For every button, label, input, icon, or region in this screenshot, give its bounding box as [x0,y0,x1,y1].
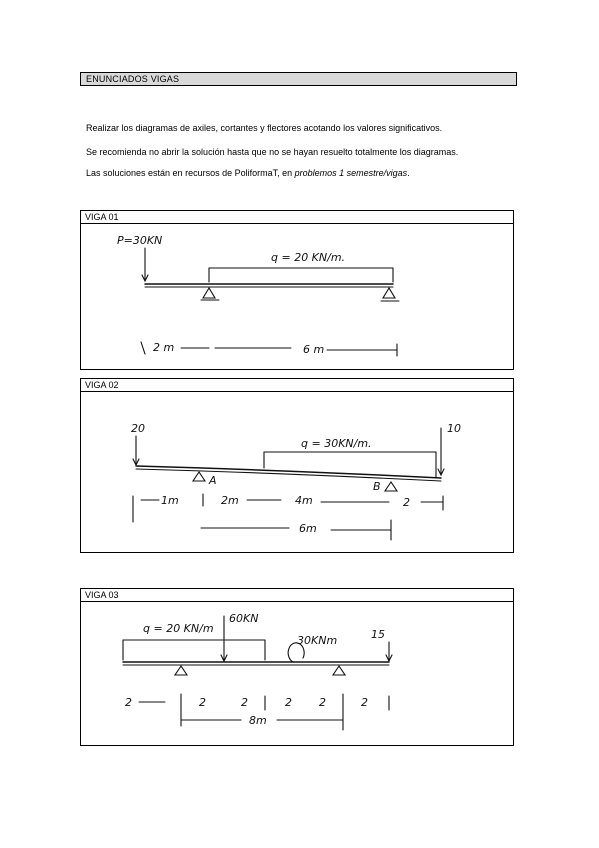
viga-03-dim-7: 8m [249,714,267,727]
viga-02-dim-4: 2 [403,496,410,509]
viga-02-load-p2: 10 [447,422,461,435]
viga-01-dim-tick-left [140,341,146,355]
viga-02-point-load-2-head [437,468,445,477]
viga-03-load-p: 60KN [229,612,258,625]
viga-03-support-a [173,665,189,676]
viga-02-title: VIGA 02 [81,379,513,392]
intro-line-2: Se recomienda no abrir la solución hasta… [86,147,459,157]
viga-02-support-b [383,481,399,492]
viga-01-section: VIGA 01 P=30KN q = 20 KN/m. 2 m 6 m [80,210,514,370]
viga-02-label-b: B [373,480,381,493]
viga-02-dim-2: 2m [221,494,239,507]
viga-03-dim-2: 2 [199,696,206,709]
viga-03-moment: 30KNm [297,634,337,647]
viga-02-dim-5: 6m [299,522,317,535]
viga-02-beam-lower [135,468,442,482]
viga-03-dim-6: 2 [361,696,368,709]
viga-02-beam [135,465,442,479]
viga-03-load-p2: 15 [371,628,385,641]
viga-01-support-b [382,286,396,299]
viga-03-dim-4: 2 [285,696,292,709]
viga-01-point-load-head [141,274,149,283]
viga-03-dim-3: 2 [241,696,248,709]
intro-line-3-italic: problemos 1 semestre/vigas [294,168,408,178]
viga-03-dim-5: 2 [319,696,326,709]
viga-03-support-b [331,665,347,676]
viga-03-dim-1: 2 [125,696,132,709]
viga-02-support-a [191,471,207,482]
viga-02-load-p1: 20 [131,422,145,435]
viga-02-label-a: A [208,474,217,487]
viga-03-title: VIGA 03 [81,589,513,602]
viga-03-section: VIGA 03 q = 20 KN/m 60KN 30KNm 15 2 2 2 … [80,588,514,746]
intro-line-3-suffix: . [407,168,410,178]
viga-01-load-p: P=30KN [117,234,162,247]
viga-02-dim-1: 1m [161,494,179,507]
viga-03-point-load-2-head [385,654,393,663]
intro-line-3: Las soluciones están en recursos de Poli… [86,167,410,179]
viga-02-sketch: 20 10 q = 30KN/m. A B 1m 2m 4m 2 6m [131,422,461,541]
intro-line-1: Realizar los diagramas de axiles, cortan… [86,123,443,133]
viga-01-support-a [202,286,216,299]
viga-03-point-load-head [220,654,228,663]
viga-02-load-q: q = 30KN/m. [301,437,372,450]
header-title: ENUNCIADOS VIGAS [80,72,517,86]
viga-01-sketch: P=30KN q = 20 KN/m. 2 m 6 m [117,234,400,357]
viga-03-sketch: q = 20 KN/m 60KN 30KNm 15 2 2 2 2 2 2 8m [122,612,393,731]
viga-03-moment-arc [287,642,305,663]
viga-02-section: VIGA 02 20 10 q = 30KN/m. A B 1m 2m 4m 2… [80,378,514,553]
viga-01-dim-1: 2 m [153,341,174,354]
viga-03-load-q: q = 20 KN/m [143,622,214,635]
viga-01-load-q: q = 20 KN/m. [271,251,345,264]
viga-01-title: VIGA 01 [81,211,513,224]
viga-02-dim-3: 4m [295,494,313,507]
viga-01-dim-2: 6 m [303,343,324,356]
viga-02-point-load-1-head [132,458,140,467]
intro-line-3-prefix: Las soluciones están en recursos de Poli… [86,168,295,178]
